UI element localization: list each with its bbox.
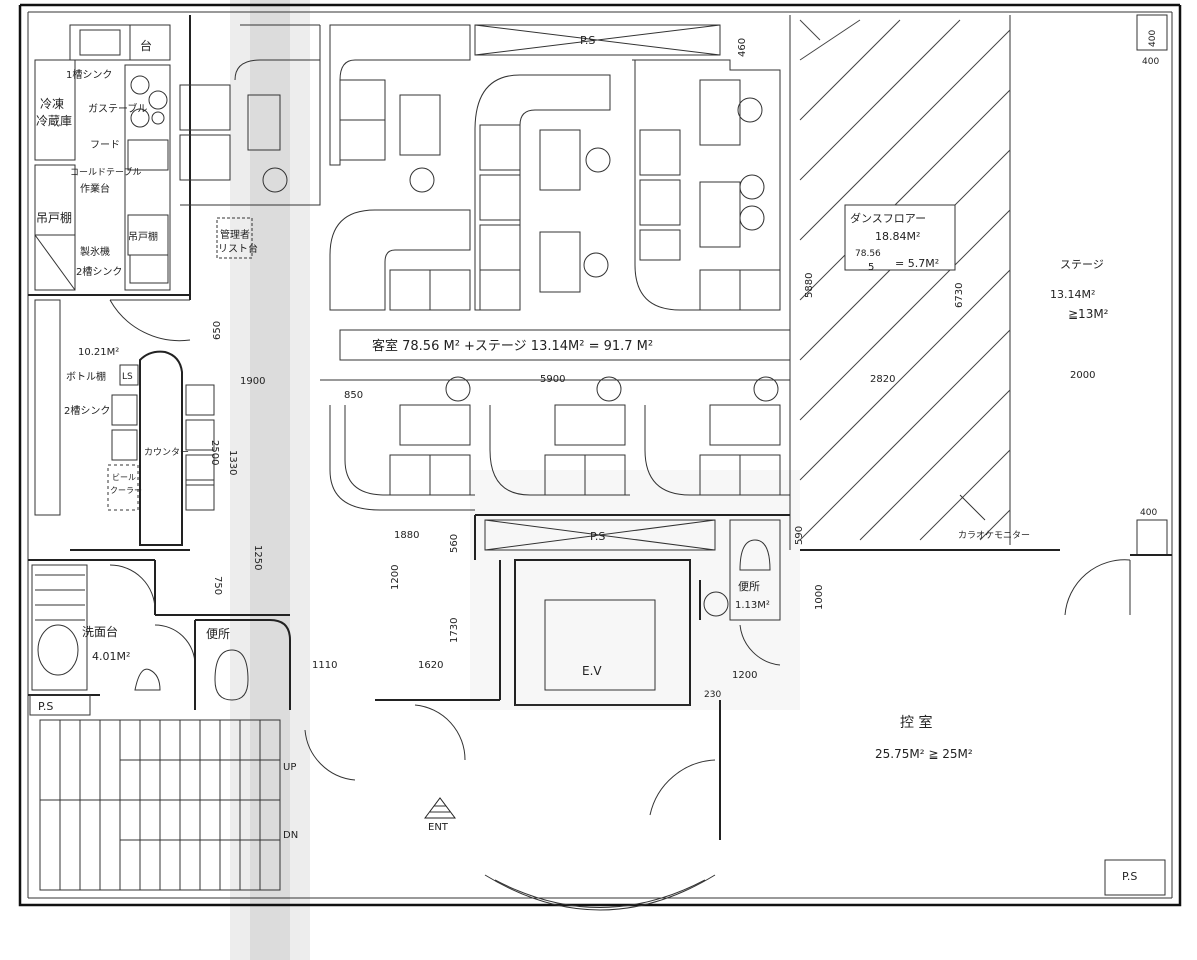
dai-label: 台 [140,38,152,53]
dim-2820-label: 2820 [870,374,895,385]
outer-walls [18,3,1182,907]
dim-1200-h-label: 1200 [732,670,757,681]
freezer-label-1: 冷凍 [40,97,64,111]
elevator-label: E.V [582,664,602,678]
ice-machine-label: 製氷機 [80,245,110,258]
ps-left-label: P.S [38,700,53,713]
dance-floor-hatch [789,15,1011,550]
dim-650-label: 650 [212,321,223,340]
manager-desk [216,217,253,259]
dim-2500-label: 2500 [209,440,220,465]
dim-6730-label: 6730 [954,283,965,308]
washroom [28,564,161,716]
area-1021-label: 10.21M² [78,347,119,358]
ps-top-label: P.S [580,34,595,47]
stage-area [959,14,1172,556]
waiting-room-label-2: 25.75M² ≧ 25M² [875,747,973,761]
entrance [304,699,716,911]
booths-lower [320,376,790,511]
stage-label-2: 13.14M² [1050,288,1095,301]
counter-label: カウンター [144,447,189,458]
dim-5900-label: 5900 [540,374,565,385]
stairs-down-label: DN [283,830,298,841]
manager-label-1: 管理者 [220,228,250,241]
dance-floor-label-4: 5 [868,262,874,273]
entrance-label: ENT [428,822,449,833]
ps-middle-label: P.S [590,530,605,543]
dim-400-b-label: 400 [1142,57,1159,67]
sink1-label: 1槽シンク [66,68,112,81]
freezer-label-2: 冷蔵庫 [36,114,72,128]
dim-590-label: 590 [794,526,805,545]
dance-floor-label-3: 78.56 [855,249,881,259]
washbasin-label: 洗面台 [82,624,118,639]
sink2-b-label: 2槽シンク [64,404,110,417]
scan-noise [230,0,310,960]
stage-label-1: ステージ [1060,258,1104,271]
worktable-label: 作業台 [80,182,110,195]
manager-label-2: リスト台 [218,242,258,255]
toilet-right-label: 便所 [738,580,760,593]
dim-2000-label: 2000 [1070,370,1095,381]
cabinet-right-label: 吊戸棚 [128,230,158,243]
cabinet-left-label: 吊戸棚 [36,210,72,225]
guest-room-label: 客室 78.56 M² +ステージ 13.14M² = 91.7 M² [372,338,653,354]
dim-850-label: 850 [344,390,363,401]
cold-table-label: コールドテーブル [70,166,141,178]
waiting-room-label-1: 控 室 [900,714,932,731]
karaoke-label: カラオケモニター [958,530,1030,541]
bar-counter-area [28,299,215,615]
dim-460-label: 460 [737,38,748,57]
dim-400-c-label: 400 [1140,508,1157,518]
dance-floor-label-2: 18.84M² [875,230,920,243]
dim-1730-label: 1730 [449,618,460,643]
elevator [514,559,691,706]
toilet-left-label: 便所 [206,627,230,641]
ps-right-label: P.S [1122,870,1137,883]
dim-560-label: 560 [449,534,460,553]
hood-label: フード [90,140,120,151]
ls-label: LS [122,372,133,382]
toilet-right [699,519,781,666]
beer-label-1: ビール [112,473,136,482]
beer-label-2: クーラー [110,486,142,495]
waiting-room-doors [649,549,1166,896]
gas-table-label: ガステーブル [88,102,147,115]
dim-1900-label: 1900 [240,376,265,387]
plan-labels: P.S P.S P.S P.S 460 400 400 400 台 1槽シンク … [36,30,1159,883]
ps-shaft-top [474,24,721,56]
corridor-walls [155,515,501,700]
bottle-shelf-label: ボトル棚 [66,370,106,383]
booth-left-column [179,24,321,206]
stairs-up-label: UP [283,762,296,773]
area-113-label: 1.13M² [735,600,770,611]
dim-1110-label: 1110 [312,660,337,671]
dim-400-a-label: 400 [1148,30,1158,47]
toilet-left [154,619,291,710]
stage-label-3: ≧13M² [1068,307,1109,321]
dim-5880-label: 5880 [804,273,815,298]
ps-shaft-middle [475,514,790,551]
booths-upper [329,24,781,311]
dance-floor-label-1: ダンスフロアー [850,211,926,225]
stairs [39,719,281,891]
dim-230-label: 230 [704,690,721,700]
dim-1620-label: 1620 [418,660,443,671]
dim-750-label: 750 [212,576,223,595]
kitchen-area [28,15,191,342]
area-401-label: 4.01M² [92,650,130,663]
dance-floor-label-5: = 5.7M² [895,257,939,270]
sink2-a-label: 2槽シンク [76,265,122,278]
dim-1250-label: 1250 [252,545,263,570]
dim-1330-label: 1330 [227,450,238,475]
dim-1880-label: 1880 [394,530,419,541]
dim-1200-v-label: 1200 [390,565,401,590]
dim-1000-label: 1000 [814,585,825,610]
